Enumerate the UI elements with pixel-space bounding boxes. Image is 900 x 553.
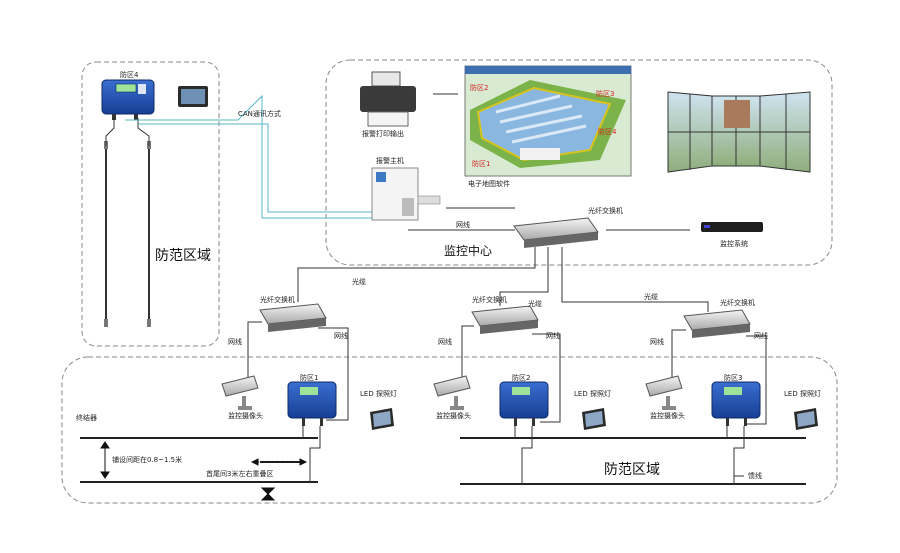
net2a-label: 网线	[438, 338, 452, 346]
camera-2	[433, 375, 471, 410]
overlap-label: 首尾间3米左右重叠区	[206, 470, 274, 478]
alarm-host-icon	[371, 167, 441, 221]
printer-label: 报警打印输出	[362, 130, 404, 138]
fiber-right	[561, 247, 709, 312]
camera1-label: 监控摄像头	[228, 412, 263, 420]
alarm-controller-zone4	[101, 79, 155, 120]
monitor-center-title: 监控中心	[444, 244, 493, 258]
map-zone-label: 防区1	[472, 160, 491, 168]
cable-feed-lines	[302, 426, 745, 484]
fiber-right-label: 光缆	[644, 293, 658, 301]
led2-label: LED 探照灯	[574, 390, 611, 398]
bottom-area-boundary	[61, 356, 838, 504]
cable-label: 馈线	[748, 472, 762, 480]
alarm-controller-zone3	[711, 381, 761, 426]
can-cable-2	[138, 123, 372, 213]
led-light-1	[370, 408, 394, 430]
fiber-switch-center-label: 光纤交换机	[588, 207, 623, 215]
camera-3	[645, 375, 683, 410]
net2b-label: 网线	[546, 332, 560, 340]
left-sensor-cables	[105, 146, 150, 322]
camera3-label: 监控摄像头	[650, 412, 685, 420]
map-zone-label: 防区2	[470, 84, 489, 92]
alarm-host-label: 报警主机	[376, 157, 404, 165]
led1-label: LED 探照灯	[360, 390, 397, 398]
video-wall	[667, 91, 811, 173]
led3-label: LED 探照灯	[784, 390, 821, 398]
fiber-left	[297, 247, 536, 302]
terminal-label: 终结器	[76, 414, 97, 422]
map-zone-label: 防区3	[596, 90, 615, 98]
can-cable	[125, 94, 372, 219]
fiber-switch-3	[683, 309, 751, 338]
network-center-label: 网线	[456, 221, 470, 229]
zone1-label: 防区1	[300, 374, 319, 382]
net3a-label: 网线	[650, 338, 664, 346]
overlap-arrow	[250, 458, 308, 501]
bottom-area-label: 防范区域	[604, 462, 660, 478]
alarm-controller-zone1	[287, 381, 337, 426]
touch-panel-icon	[178, 86, 208, 107]
emap-label: 电子地图软件	[468, 180, 510, 188]
bottom-sensor-cables	[80, 437, 806, 485]
fiber-mid-label: 光缆	[528, 300, 542, 308]
monitor-system-label: 监控系统	[720, 240, 748, 248]
emap-screenshot	[464, 65, 632, 177]
map-zone-label: 防区4	[598, 128, 617, 136]
zone4-label: 防区4	[120, 71, 139, 79]
fiber-left-label: 光缆	[352, 278, 366, 286]
led-light-2	[582, 408, 606, 430]
switch2-label: 光纤交换机	[472, 296, 507, 304]
left-area-label: 防范区域	[155, 248, 211, 264]
left-wire	[137, 118, 150, 146]
net3b-label: 网线	[754, 332, 768, 340]
fiber-switch-center	[513, 217, 599, 248]
left-area-boundary	[81, 61, 220, 347]
fiber-switch-2	[471, 305, 539, 334]
spacing-label: 铺设间距在0.8~1.5米	[112, 456, 183, 464]
camera2-label: 监控摄像头	[436, 412, 471, 420]
nvr-icon	[701, 222, 763, 232]
net1a-label: 网线	[228, 338, 242, 346]
fiber-switch-1	[259, 303, 327, 332]
camera-1	[221, 375, 259, 410]
network-cables	[247, 321, 767, 425]
switch1-label: 光纤交换机	[260, 296, 295, 304]
left-wire	[105, 118, 115, 146]
can-comm-label: CAN通讯方式	[238, 110, 281, 118]
switch3-label: 光纤交换机	[720, 299, 755, 307]
zone2-label: 防区2	[512, 374, 531, 382]
fiber-mid	[499, 247, 549, 306]
monitor-center-boundary	[325, 59, 833, 266]
alarm-controller-zone2	[499, 381, 549, 426]
spacing-arrow	[100, 441, 110, 479]
printer-icon	[360, 71, 416, 127]
net1b-label: 网线	[334, 332, 348, 340]
zone3-label: 防区3	[724, 374, 743, 382]
led-light-3	[794, 408, 818, 430]
